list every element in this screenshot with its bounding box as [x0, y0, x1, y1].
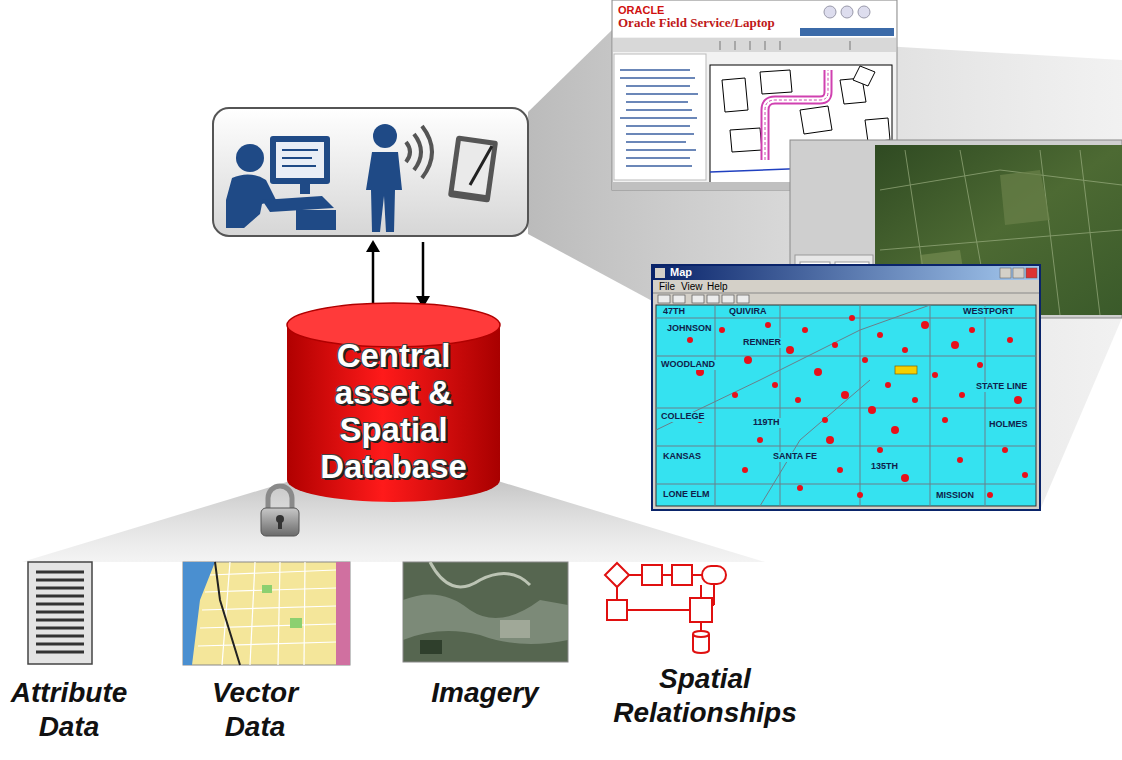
- street-name: JOHNSON: [666, 324, 713, 334]
- data-type-caption: Attribute Data: [4, 676, 134, 743]
- brand-label: ORACLE: [618, 4, 899, 16]
- window-title: Oracle Field Service/Laptop: [618, 16, 899, 31]
- street-name: MISSION: [935, 491, 975, 501]
- street-name: LONE ELM: [662, 490, 711, 500]
- data-type-caption: Imagery: [405, 676, 565, 710]
- window-title: Map: [670, 266, 1042, 279]
- vector-map-icon: [183, 562, 350, 665]
- document-icon: [28, 562, 92, 664]
- data-type-caption: Spatial Relationships: [600, 662, 810, 729]
- map-screenshot: [652, 265, 1040, 510]
- menu-item: File: [659, 281, 675, 292]
- street-name: STATE LINE: [975, 382, 1028, 392]
- menu-item: View: [681, 281, 703, 292]
- database-cylinder: [287, 303, 500, 502]
- street-name: 119TH: [752, 418, 781, 428]
- oracle-window: ORACLEOracle Field Service/Laptop: [612, 0, 899, 38]
- padlock-icon: [261, 486, 299, 536]
- street-name: HOLMES: [988, 420, 1029, 430]
- street-name: KANSAS: [662, 452, 702, 462]
- street-name: 47TH: [662, 307, 686, 317]
- street-name: WESTPORT: [962, 307, 1015, 317]
- street-name: RENNER: [742, 338, 782, 348]
- imagery-icon: [403, 562, 568, 662]
- flow-arrows: [366, 240, 430, 308]
- data-type-caption: Vector Data: [190, 676, 320, 743]
- street-name: COLLEGE: [660, 412, 706, 422]
- database-node: Central asset & Spatial Database: [287, 300, 500, 535]
- street-name: 135TH: [870, 462, 899, 472]
- user-box: [213, 108, 528, 236]
- flowchart-icon: [605, 563, 726, 653]
- street-name: SANTA FE: [772, 452, 818, 462]
- street-name: QUIVIRA: [728, 307, 768, 317]
- database-label: Central asset & Spatial Database: [299, 338, 489, 486]
- street-name: WOODLAND: [660, 360, 716, 370]
- menu-item: Help: [707, 281, 728, 292]
- map-window: Map: [652, 265, 1042, 282]
- projection-fan: [528, 30, 1122, 510]
